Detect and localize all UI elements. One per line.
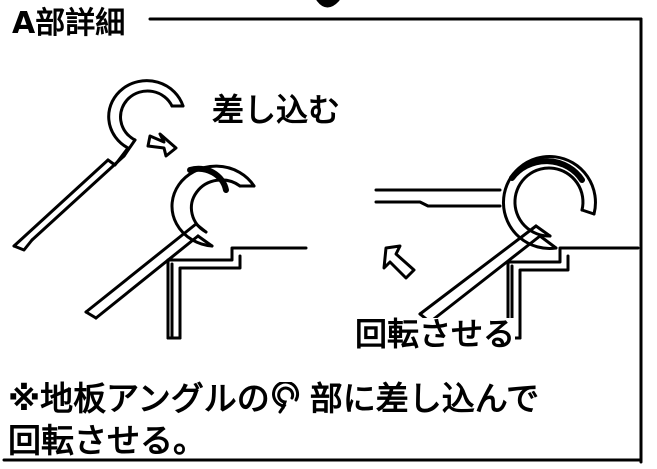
note-line-1: ※地板アングルの部に差し込んで	[8, 382, 539, 415]
plate-line	[374, 188, 502, 208]
note-line-1-prefix: ※地板アングルの	[8, 379, 270, 418]
angle-right	[506, 246, 640, 340]
note-line-2: 回転させる。	[8, 421, 206, 460]
hook-separate	[12, 79, 185, 252]
note-line-1-suffix: 部に差し込んで	[309, 379, 540, 418]
hook-inserted	[84, 164, 256, 320]
insert-label: 差し込む	[212, 91, 341, 129]
insert-arrow-icon	[146, 132, 178, 158]
hook-symbol-icon	[271, 382, 299, 414]
detail-title: A部詳細	[12, 9, 130, 39]
rotate-label: 回転させる	[355, 315, 516, 353]
angle-left	[166, 246, 308, 340]
detail-frame	[2, 17, 643, 464]
cutoff-shape-top	[316, 0, 340, 8]
hook-rotated	[418, 154, 597, 324]
rotate-arrow-icon	[382, 244, 416, 280]
